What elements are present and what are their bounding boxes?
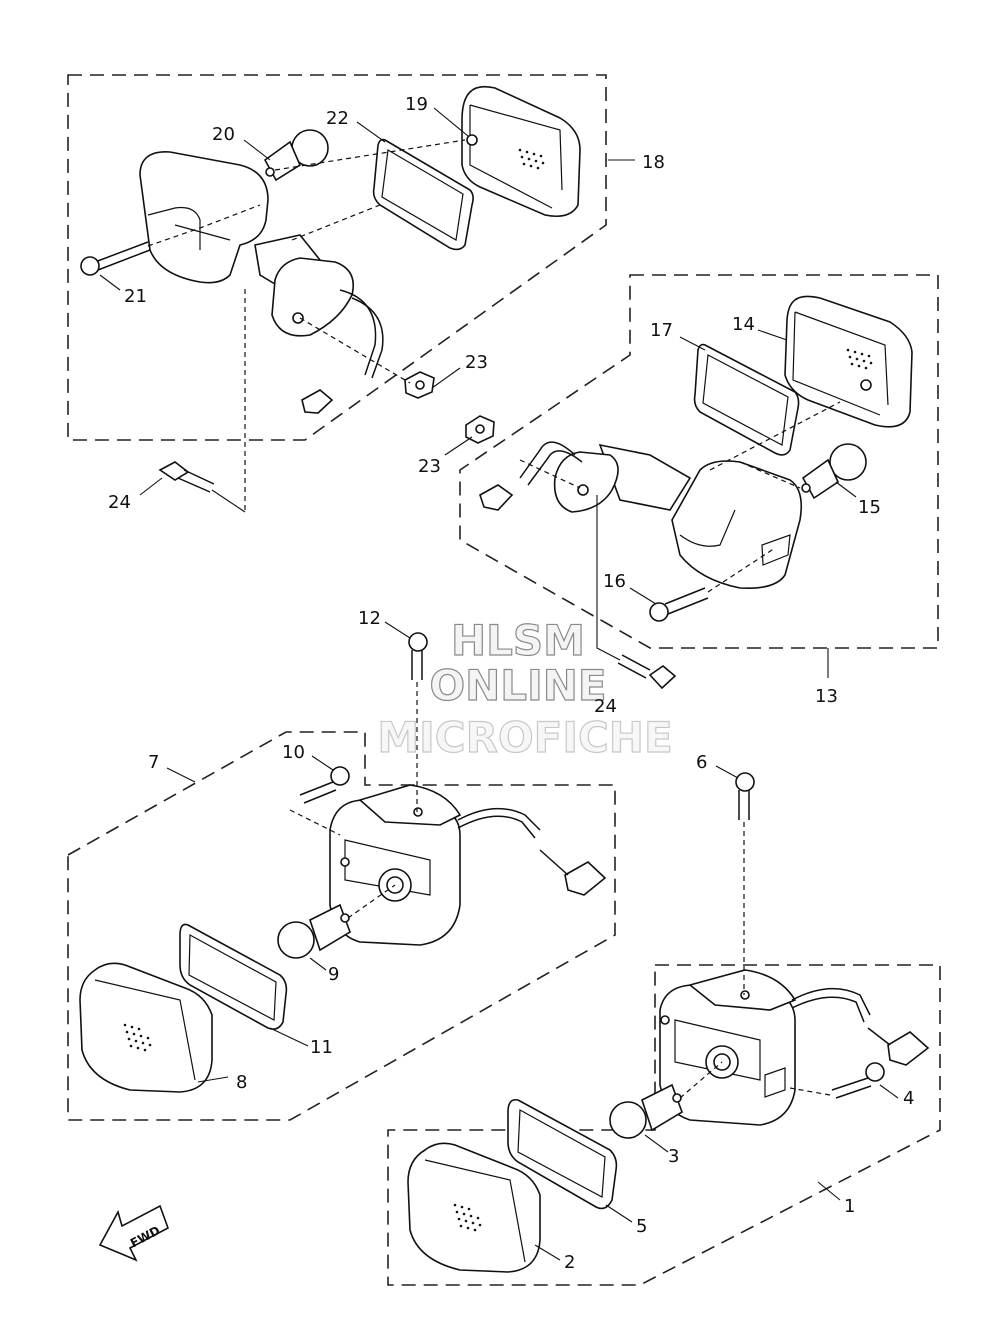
callout-23-upper: 23 — [465, 352, 488, 373]
assembly-13-group — [459, 274, 939, 690]
callout-16: 16 — [603, 571, 626, 592]
watermark-line-1: HLSM — [451, 616, 585, 665]
callout-9: 9 — [328, 964, 339, 985]
callout-6: 6 — [696, 752, 707, 773]
watermark: HLSM ONLINE MICROFICHE — [377, 615, 673, 762]
watermark-line-2: ONLINE — [429, 661, 606, 710]
callout-11: 11 — [310, 1037, 333, 1058]
callout-13: 13 — [815, 686, 838, 707]
callout-8: 8 — [236, 1072, 247, 1093]
watermark-line-3: MICROFICHE — [377, 713, 672, 762]
lens-dots-2 — [453, 1203, 482, 1232]
callout-23-lower: 23 — [418, 456, 441, 477]
callout-18: 18 — [642, 152, 665, 173]
callout-24-lower: 24 — [594, 696, 617, 717]
callout-17: 17 — [650, 320, 673, 341]
callout-19: 19 — [405, 94, 428, 115]
callout-14: 14 — [732, 314, 755, 335]
callouts: 19 22 20 18 21 23 24 14 17 23 15 16 12 2… — [108, 94, 914, 1273]
lens-dots-8 — [123, 1023, 152, 1052]
lens-dots-14 — [846, 348, 873, 370]
lens-dots-18 — [518, 148, 545, 170]
callout-10: 10 — [282, 742, 305, 763]
leader-lines — [99, 107, 899, 1261]
callout-4: 4 — [903, 1088, 914, 1109]
callout-22: 22 — [326, 108, 349, 129]
callout-3: 3 — [668, 1146, 679, 1167]
callout-12: 12 — [358, 608, 381, 629]
callout-15: 15 — [858, 497, 881, 518]
assembly-18-group — [67, 74, 607, 513]
assembly-1-group — [387, 772, 941, 1286]
callout-20: 20 — [212, 124, 235, 145]
callout-1: 1 — [844, 1196, 855, 1217]
fwd-arrow-icon: FWD — [98, 1204, 169, 1262]
callout-5: 5 — [636, 1216, 647, 1237]
assembly-7-group — [67, 632, 616, 1121]
callout-24-upper: 24 — [108, 492, 131, 513]
callout-21: 21 — [124, 286, 147, 307]
callout-7: 7 — [148, 752, 159, 773]
callout-2: 2 — [564, 1252, 575, 1273]
